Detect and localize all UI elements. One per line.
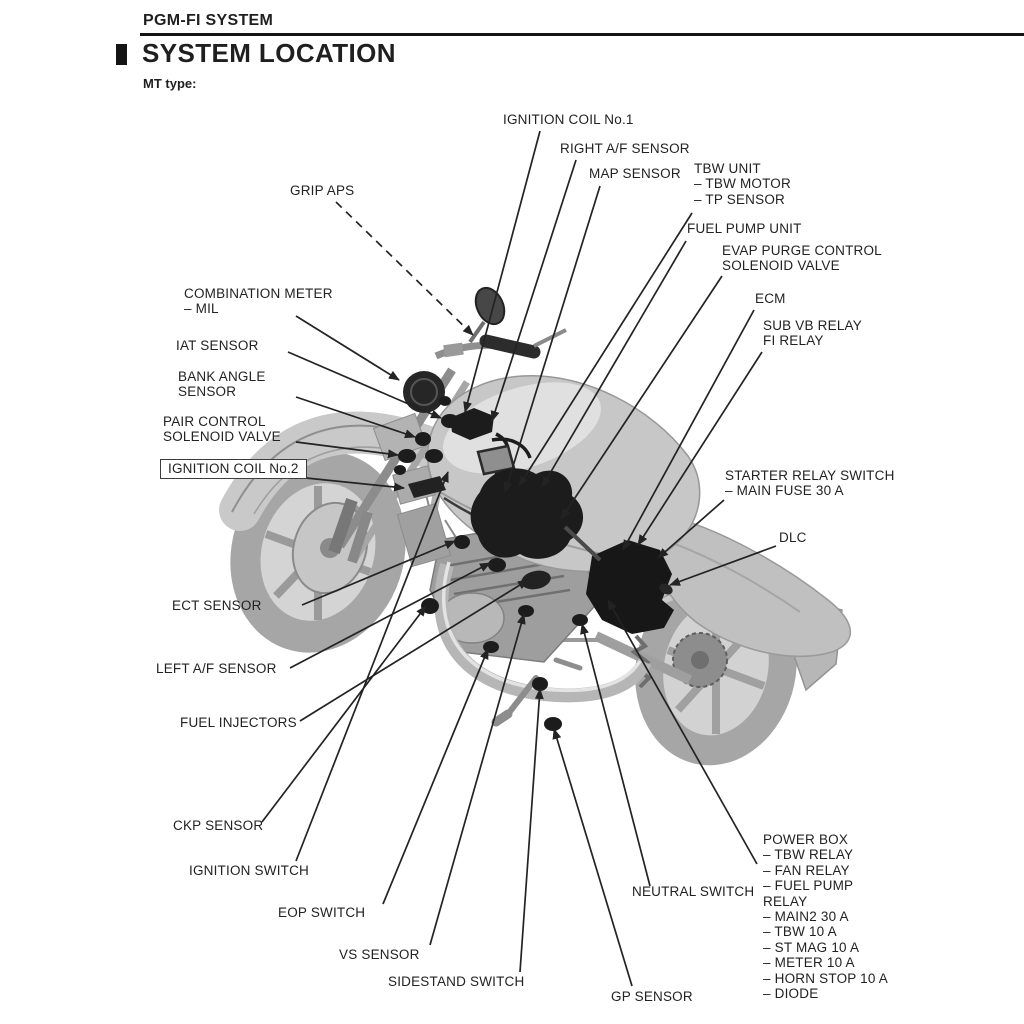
leader-ecm [622, 309, 755, 551]
leader-ect-sensor [301, 540, 456, 606]
callout-left-af-sensor: LEFT A/F SENSOR [156, 661, 277, 676]
pair-valve-part [398, 449, 416, 463]
title-tab [116, 44, 127, 65]
mirror [474, 286, 506, 326]
leader-sidestand-switch [519, 688, 544, 973]
handlebar-cluster [403, 286, 567, 413]
mirror-stalk [468, 320, 486, 344]
rear-shock [630, 634, 653, 689]
callout-ckp-sensor: CKP SENSOR [173, 818, 264, 833]
leader-combination-meter [295, 315, 400, 381]
leader-ignition-coil-no2 [305, 477, 405, 492]
dlc-part [659, 583, 673, 595]
callout-pair-control: PAIR CONTROL SOLENOID VALVE [163, 414, 281, 445]
sidestand [491, 657, 583, 727]
ignition-coil1-part [450, 408, 494, 440]
rear-harness [563, 525, 602, 562]
leader-grip-aps [335, 201, 474, 336]
callout-evap-purge-control: EVAP PURGE CONTROL SOLENOID VALVE [722, 243, 882, 274]
leader-left-af-sensor [289, 562, 491, 669]
callout-ecm: ECM [755, 291, 786, 306]
callout-iat-sensor: IAT SENSOR [176, 338, 259, 353]
motorcycle-illustration [219, 286, 851, 766]
eop-part [483, 641, 499, 653]
callout-grip-aps: GRIP APS [290, 183, 355, 198]
leader-right-af-sensor [490, 159, 577, 422]
leader-bank-angle [295, 396, 416, 439]
callout-starter-relay-switch: STARTER RELAY SWITCH – MAIN FUSE 30 A [725, 468, 895, 499]
vs-part [518, 605, 534, 617]
callout-vs-sensor: VS SENSOR [339, 947, 420, 962]
map-sensor-part [476, 444, 516, 476]
leader-sub-vb-relay [637, 351, 763, 546]
callout-ect-sensor: ECT SENSOR [172, 598, 262, 613]
throttle-body-part [470, 468, 584, 559]
callout-right-af-sensor: RIGHT A/F SENSOR [560, 141, 690, 156]
neutral-part [572, 614, 588, 626]
variant-label: MT type: [143, 76, 197, 91]
page-title: SYSTEM LOCATION [142, 38, 396, 68]
gp-part [544, 717, 562, 731]
callout-fuel-injectors: FUEL INJECTORS [180, 715, 297, 730]
callout-tbw-unit: TBW UNIT – TBW MOTOR – TP SENSOR [694, 161, 791, 207]
leader-ignition-coil-no1 [463, 130, 541, 413]
leader-ignition-switch [295, 471, 449, 862]
callout-bank-angle-sensor: BANK ANGLE SENSOR [178, 369, 266, 400]
callout-ignition-coil-no1: IGNITION COIL No.1 [503, 112, 634, 127]
combination-meter-part [403, 371, 445, 413]
leader-fuel-injectors [299, 579, 529, 722]
callout-gp-sensor: GP SENSOR [611, 989, 693, 1004]
leader-power-box [607, 599, 758, 865]
leader-vs-sensor [429, 613, 526, 946]
seat-line [663, 539, 801, 613]
callout-power-box: POWER BOX – TBW RELAY – FAN RELAY – FUEL… [763, 832, 889, 1002]
leader-eop-switch [382, 648, 489, 905]
leader-starter-relay [657, 499, 725, 559]
leader-neutral-switch [580, 623, 651, 887]
leader-dlc [669, 545, 777, 586]
left-af-part [488, 558, 506, 572]
callout-fuel-pump-unit: FUEL PUMP UNIT [687, 221, 802, 236]
callout-sub-vb-relay: SUB VB RELAY FI RELAY [763, 318, 862, 349]
leader-lines [261, 130, 777, 987]
sidestand-switch-part [532, 677, 548, 691]
leader-ckp-sensor [261, 605, 427, 823]
callout-neutral-switch: NEUTRAL SWITCH [632, 884, 755, 899]
ckp-part [421, 598, 439, 614]
leader-gp-sensor [552, 728, 633, 987]
callout-sidestand-switch: SIDESTAND SWITCH [388, 974, 525, 989]
ignition-coil2-part [408, 476, 446, 498]
callout-combination-meter: COMBINATION METER – MIL [184, 286, 333, 317]
leader-evap-purge [560, 275, 723, 520]
callout-eop-switch: EOP SWITCH [278, 905, 366, 920]
leader-pair-control [295, 441, 399, 459]
throttle-grip [479, 334, 541, 359]
callout-ignition-switch: IGNITION SWITCH [189, 863, 309, 878]
leader-fuel-pump-unit [541, 240, 687, 488]
brake-lever [533, 328, 567, 348]
iat-sensor-part [441, 414, 459, 428]
leader-map-sensor [503, 185, 601, 493]
leader-tbw-unit [518, 212, 693, 487]
section-heading: PGM-FI SYSTEM [143, 12, 274, 29]
bank-angle-part [415, 432, 431, 446]
callout-map-sensor: MAP SENSOR [589, 166, 681, 181]
leader-iat-sensor [287, 351, 442, 419]
header-rule [140, 33, 1024, 36]
callout-dlc: DLC [779, 530, 807, 545]
ect-part [454, 535, 470, 549]
callout-ignition-coil-no2: IGNITION COIL No.2 [160, 459, 307, 480]
